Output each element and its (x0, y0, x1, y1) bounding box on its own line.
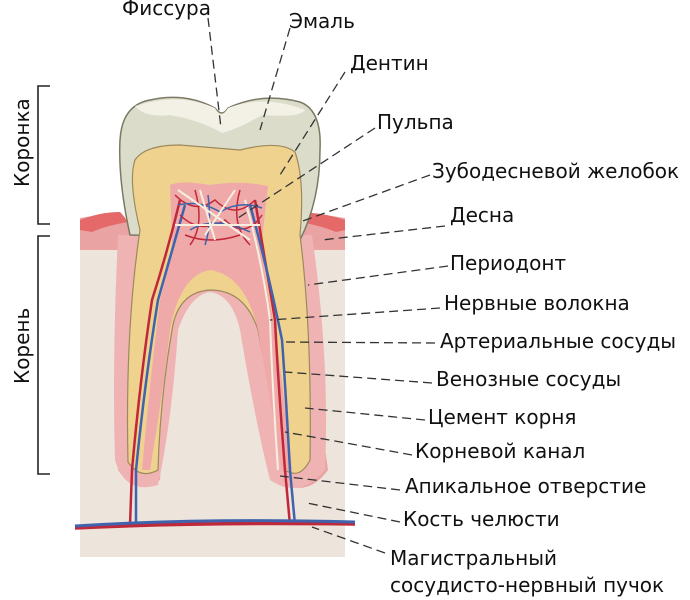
pulp-vessel-network (174, 189, 263, 246)
pulp (142, 182, 292, 472)
label-enamel: Эмаль (289, 9, 355, 33)
label-dentin: Дентин (350, 51, 429, 75)
label-main-bundle-1: Магистральный (390, 546, 557, 570)
label-veins: Венозные сосуды (436, 367, 621, 391)
gum-edge-left (80, 212, 128, 232)
vein-left (134, 204, 187, 525)
root-label: Корень (10, 308, 34, 384)
label-main-bundle-2: сосудисто-нервный пучок (390, 573, 664, 597)
label-cementum: Цемент корня (428, 405, 576, 429)
vein-right (248, 204, 297, 526)
nerve-right (244, 199, 279, 471)
label-apical-foramen: Апикальное отверстие (405, 474, 646, 498)
inter-root-bone (160, 298, 278, 520)
label-gum: Десна (450, 203, 514, 227)
label-root-canal: Корневой канал (415, 439, 585, 463)
main-vein (74, 519, 356, 528)
artery-right (253, 199, 292, 526)
label-periodontium: Периодонт (450, 251, 566, 275)
label-nerve-fibers: Нервные волокна (444, 291, 630, 315)
label-pulp: Пульпа (377, 110, 454, 134)
label-gingival-sulcus: Зубодесневой желобок (432, 159, 679, 183)
main-artery (74, 521, 356, 530)
artery-left (128, 199, 182, 526)
root-bracket (37, 235, 50, 475)
label-fissure: Фиссура (122, 0, 211, 20)
label-jaw-bone: Кость челюсти (403, 507, 560, 531)
label-arteries: Артериальные сосуды (440, 329, 676, 353)
leader-lines (207, 17, 449, 554)
pulp-nerve-network (175, 189, 260, 241)
crown-bracket (37, 85, 50, 225)
crown-label: Коронка (10, 98, 34, 187)
